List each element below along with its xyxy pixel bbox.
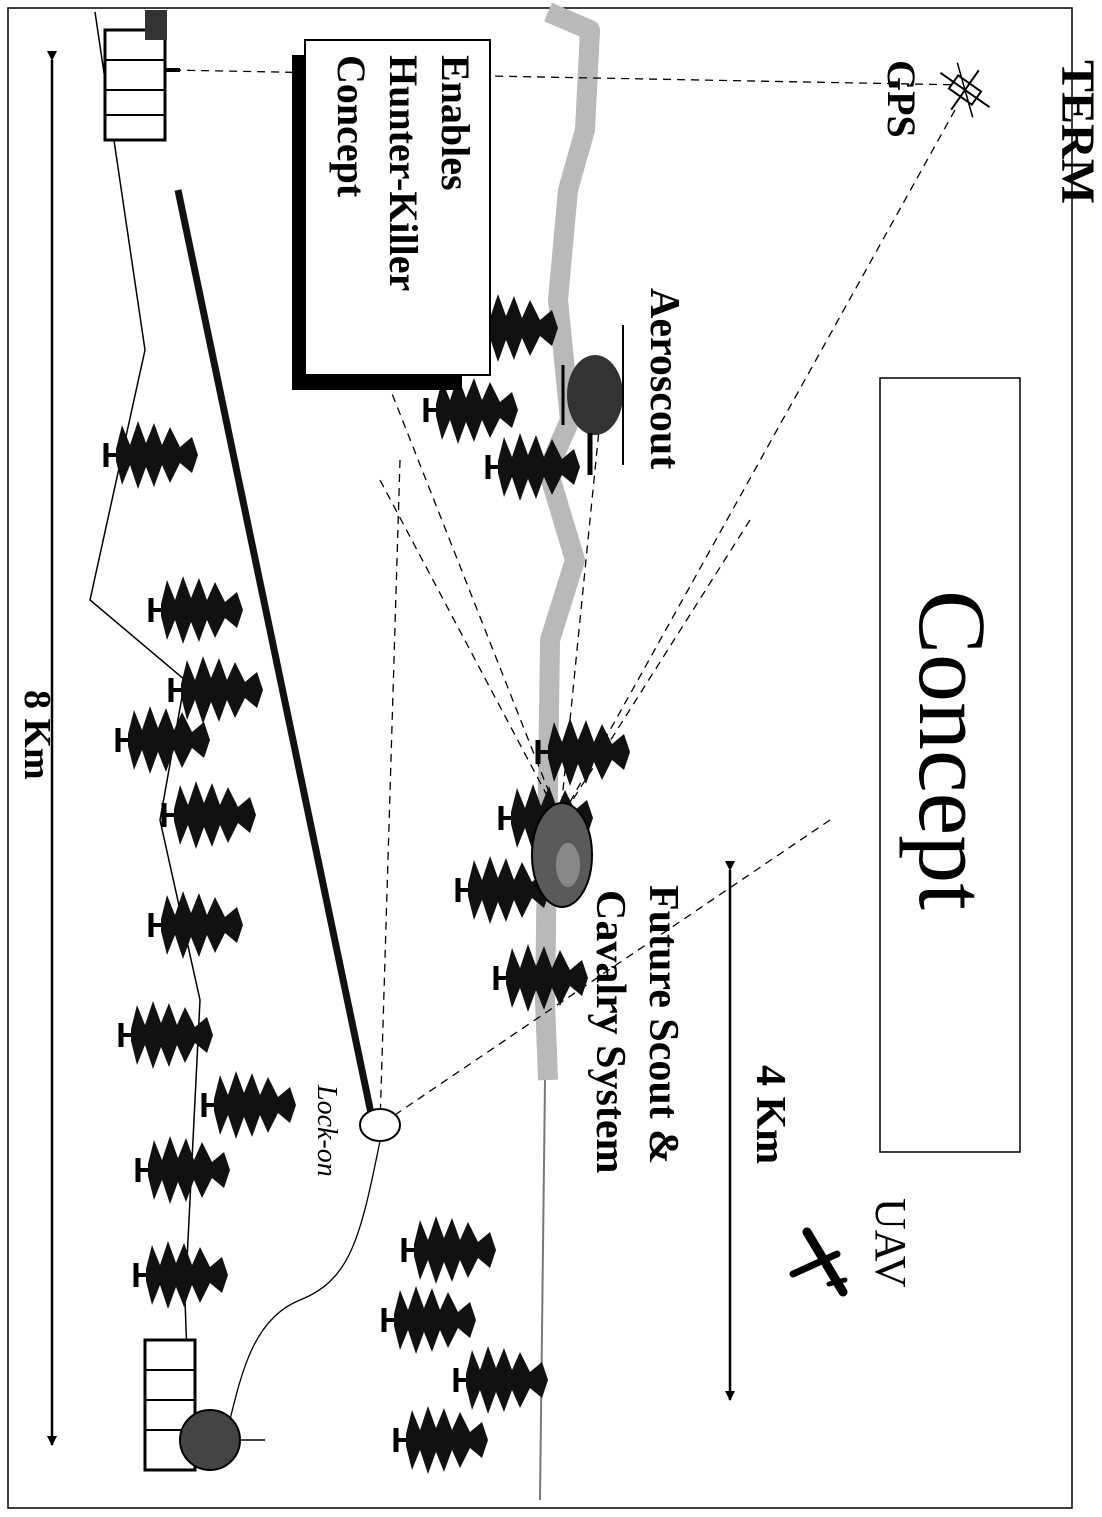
lock-on-marker [359, 1108, 401, 1142]
lock-on-trace [224, 1140, 381, 1441]
page-title: Concept [899, 590, 1006, 910]
title-box [879, 377, 1021, 1153]
terrain-ridge [535, 2, 600, 1081]
callout-line-1: Enables [433, 55, 478, 191]
helicopter-icon [561, 325, 624, 475]
page-border [7, 7, 1073, 1509]
terrain-edge [539, 1079, 546, 1501]
range-label-8km: 8 Km [16, 690, 58, 780]
scout-vehicle-icon [531, 802, 593, 908]
section-tag: TERM [1051, 60, 1102, 204]
uav-plane-icon [789, 1227, 848, 1297]
firing-vehicle-icon [103, 10, 180, 142]
future-scout-label-line2: Cavalry System [587, 890, 633, 1173]
target-tank-icon [143, 1338, 265, 1472]
laser-beam [174, 189, 376, 1119]
gps-label: GPS [879, 60, 924, 138]
aeroscout-label: Aeroscout [641, 288, 687, 469]
future-scout-label-line1: Future Scout & [640, 885, 686, 1164]
callout-box [304, 39, 491, 376]
satellite-icon [939, 62, 991, 118]
range-label-4km: 4 Km [747, 1065, 793, 1164]
callout-line-3: Concept [329, 55, 374, 198]
lock-on-label: Lock-on [311, 1084, 342, 1177]
callout-line-2: Hunter-Killer [381, 55, 426, 291]
uav-label: UAV [866, 1198, 915, 1288]
